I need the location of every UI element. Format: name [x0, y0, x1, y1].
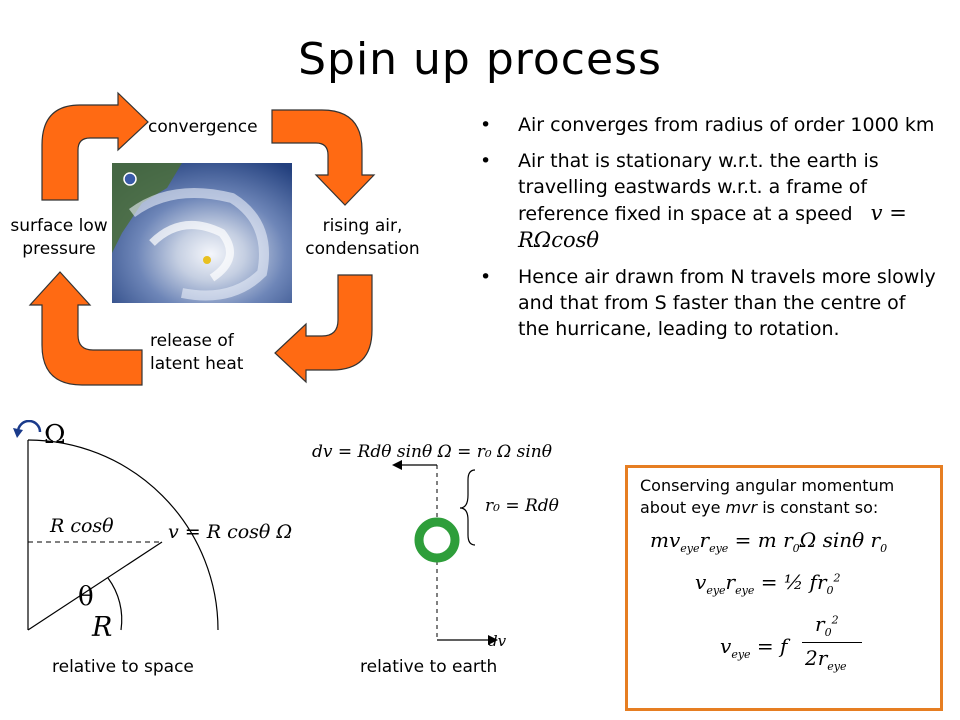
equation-1: mveyereye = m r0Ω sinθ r0: [650, 528, 888, 555]
rcos-label: R cosθ: [50, 515, 114, 537]
rotation-arrowhead-icon: [13, 428, 23, 438]
dv-label-bottom: dv: [488, 632, 507, 650]
arrow-to-rising-air-icon: [271, 109, 376, 206]
cycle-label-release-heat: release of latent heat: [150, 330, 243, 376]
hurricane-satellite-image: [112, 163, 292, 303]
bullet-item: Air converges from radius of order 1000 …: [478, 112, 940, 138]
rotation-arrow-icon: [16, 420, 42, 433]
earth-diagram: [392, 460, 498, 645]
theta-arc: [107, 577, 123, 631]
radius-line: [27, 541, 163, 631]
momentum-line-2: about eye mvr is constant so:: [640, 497, 940, 519]
momentum-mvr: mvr: [725, 498, 758, 517]
omega-label: Ω: [44, 420, 66, 450]
surface-low-line-1: surface low: [10, 216, 108, 236]
dv-arrowhead-left-icon: [392, 460, 402, 470]
r-label: R: [92, 612, 113, 643]
theta-label: θ: [78, 582, 94, 612]
release-heat-line-1: release of: [150, 331, 234, 351]
cycle-label-rising-air: rising air, condensation: [295, 215, 430, 261]
rising-air-line-1: rising air,: [322, 216, 403, 236]
bullet-item: Air that is stationary w.r.t. the earth …: [478, 148, 940, 254]
speed-formula: v = RΩcosθ: [518, 201, 907, 252]
dv-formula: dv = Rdθ sinθ Ω = r₀ Ω sinθ: [312, 442, 552, 462]
surface-low-line-2: pressure: [22, 239, 96, 259]
arrow-to-release-heat-icon: [274, 274, 373, 384]
v-formula-space: v = R cosθ Ω: [168, 521, 293, 543]
momentum-line-2-pre: about eye: [640, 498, 726, 517]
momentum-line-2-post: is constant so:: [757, 498, 879, 517]
bullet-text: Hence air drawn from N travels more slow…: [518, 266, 936, 340]
bullet-text: Air that is stationary w.r.t. the earth …: [518, 150, 879, 225]
quarter-circle-arc: [27, 439, 219, 631]
dv-arrowhead-right-icon: [488, 635, 498, 645]
r0-formula: r₀ = Rdθ: [485, 496, 559, 516]
cycle-label-surface-low: surface low pressure: [0, 215, 118, 261]
caption-relative-to-space: relative to space: [52, 657, 194, 677]
bullet-item: Hence air drawn from N travels more slow…: [478, 264, 940, 342]
bullet-list: Air converges from radius of order 1000 …: [478, 112, 940, 352]
caption-relative-to-earth: relative to earth: [360, 657, 498, 677]
slide-title: Spin up process: [298, 34, 662, 85]
hurricane-eye-ring-icon: [414, 517, 460, 563]
bullet-text: Air converges from radius of order 1000 …: [518, 114, 935, 136]
equation-2: veyereye = ½ fr02: [695, 570, 841, 597]
angular-momentum-text: Conserving angular momentum about eye mv…: [640, 475, 940, 519]
r0-brace: [459, 469, 476, 546]
cycle-label-convergence: convergence: [148, 117, 258, 137]
space-diagram: [13, 420, 219, 631]
rising-air-line-2: condensation: [305, 239, 420, 259]
angular-momentum-box: [625, 465, 943, 711]
release-heat-line-2: latent heat: [150, 354, 244, 374]
arrow-to-surface-low-icon: [28, 271, 143, 386]
momentum-line-1: Conserving angular momentum: [640, 476, 895, 495]
arrow-to-convergence-icon: [41, 91, 149, 201]
